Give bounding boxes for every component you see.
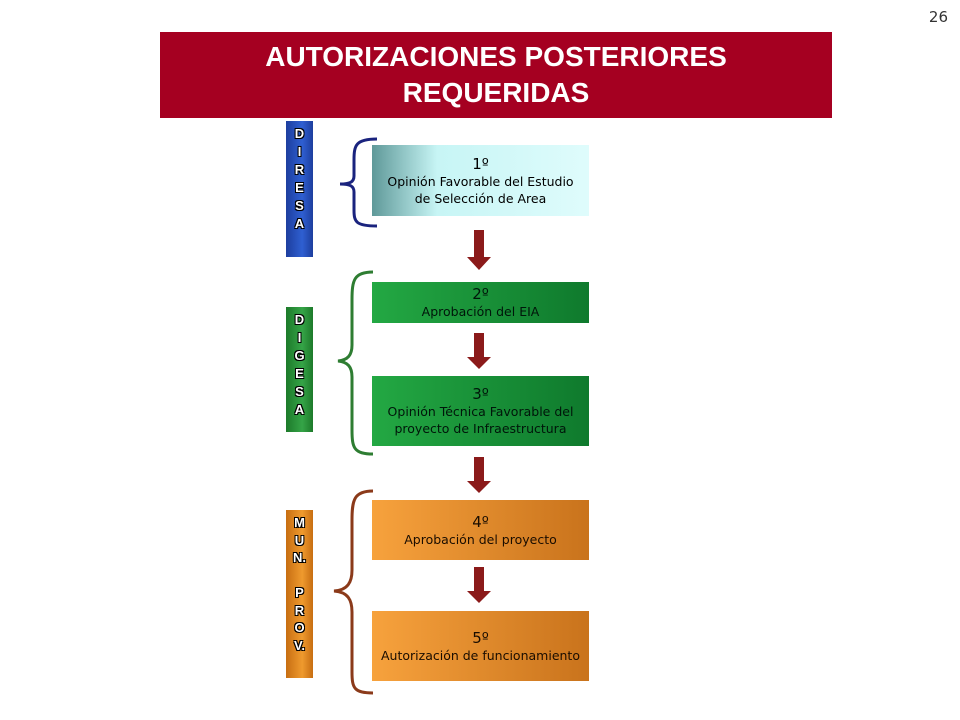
step-text: Aprobación del EIA xyxy=(421,304,540,319)
label-letter: E xyxy=(295,366,304,381)
label-letter: I xyxy=(297,144,302,159)
step-number: 2º xyxy=(472,285,489,303)
step-1-box: 1º Opinión Favorable del Estudio de Sele… xyxy=(372,145,589,216)
step-text: Autorización de funcionamiento xyxy=(381,647,580,663)
label-diresa: D I R E S A xyxy=(286,121,313,257)
step-4-box: 4º Aprobación del proyecto xyxy=(372,500,589,560)
label-letter: A xyxy=(294,216,305,231)
label-letter: D xyxy=(294,312,305,327)
title-banner: AUTORIZACIONES POSTERIORES REQUERIDAS xyxy=(160,32,832,118)
arrow-down-icon xyxy=(467,567,491,603)
brace-digesa xyxy=(337,270,374,456)
step-2-box: 2º Aprobación del EIA xyxy=(372,282,589,323)
label-letter: V. xyxy=(293,637,306,653)
label-letter: R xyxy=(294,602,305,618)
label-letter: M xyxy=(294,515,305,530)
label-letter: U xyxy=(294,532,305,548)
arrow-down-icon xyxy=(467,333,491,369)
step-text: Aprobación del proyecto xyxy=(404,531,557,547)
step-3-box: 3º Opinión Técnica Favorable del proyect… xyxy=(372,376,589,446)
arrow-down-icon xyxy=(467,230,491,270)
label-letter: O xyxy=(294,620,305,635)
label-letter: R xyxy=(294,162,305,177)
step-number: 1º xyxy=(472,154,489,173)
label-letter: I xyxy=(297,330,302,345)
title-text: AUTORIZACIONES POSTERIORES REQUERIDAS xyxy=(265,41,727,108)
step-number: 5º xyxy=(472,628,489,647)
step-5-box: 5º Autorización de funcionamiento xyxy=(372,611,589,681)
step-number: 4º xyxy=(472,512,489,531)
label-letter xyxy=(298,567,302,585)
step-text: Opinión Técnica Favorable del proyecto d… xyxy=(387,404,574,436)
label-letter: N. xyxy=(293,550,306,565)
label-digesa: D I G E S A xyxy=(286,307,313,432)
label-mun-prov: M U N. P R O V. xyxy=(286,510,313,678)
label-letter: D xyxy=(294,126,305,141)
label-letter: E xyxy=(295,180,304,195)
arrow-down-icon xyxy=(467,457,491,493)
label-letter: P xyxy=(295,585,304,600)
label-letter: S xyxy=(295,384,304,399)
page-number: 26 xyxy=(928,8,948,26)
step-text: Opinión Favorable del Estudio de Selecci… xyxy=(387,173,574,206)
label-letter: G xyxy=(294,348,305,363)
label-letter: A xyxy=(294,402,305,417)
label-letter: S xyxy=(295,198,304,213)
brace-mun-prov xyxy=(333,489,374,695)
step-number: 3º xyxy=(472,385,489,403)
